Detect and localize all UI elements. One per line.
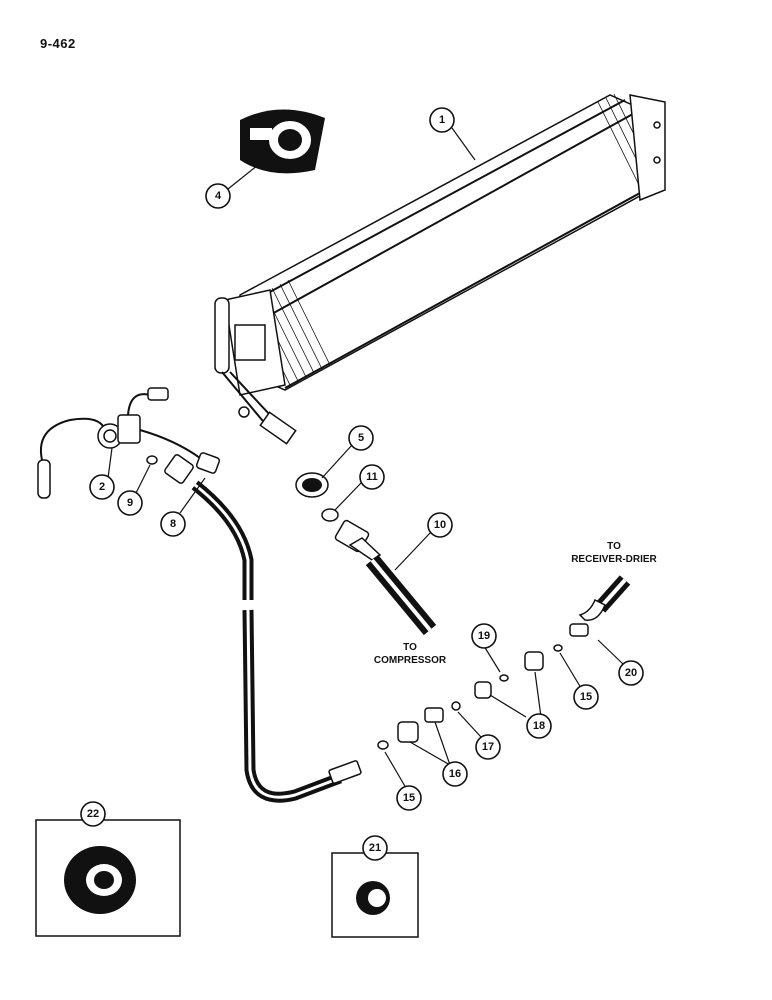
svg-text:4: 4 [215, 190, 222, 202]
svg-text:18: 18 [533, 720, 545, 732]
svg-text:17: 17 [482, 741, 494, 753]
callout-15-lower: 15 [396, 785, 422, 811]
svg-text:9: 9 [127, 497, 133, 509]
page-number: 9-462 [40, 36, 76, 51]
svg-text:11: 11 [366, 471, 378, 483]
callout-9: 9 [117, 490, 143, 516]
hose-part-10 [334, 519, 437, 636]
inset-box-21 [331, 852, 419, 938]
svg-text:16: 16 [449, 768, 461, 780]
to-compressor-label-line2: COMPRESSOR [374, 655, 447, 666]
inset-box-22 [35, 819, 181, 937]
callout-2: 2 [89, 474, 115, 500]
o-ring-part-11 [321, 508, 339, 522]
evaporator-core [214, 93, 666, 445]
callout-22: 22 [80, 801, 106, 827]
to-compressor-label-line1: TO [403, 642, 417, 653]
to-receiver-label-line2: RECEIVER-DRIER [571, 554, 657, 565]
svg-text:8: 8 [170, 518, 176, 530]
fitting-part-18 [474, 651, 544, 699]
callout-5: 5 [348, 425, 374, 451]
callout-11: 11 [359, 464, 385, 490]
leader-lines [107, 127, 624, 789]
svg-text:15: 15 [580, 691, 592, 703]
callout-8: 8 [160, 511, 186, 537]
callout-4: 4 [205, 183, 231, 209]
svg-text:19: 19 [478, 630, 490, 642]
svg-text:20: 20 [625, 667, 637, 679]
callout-21: 21 [362, 835, 388, 861]
to-receiver-label-line1: TO [607, 541, 621, 552]
expansion-valve-part-2 [37, 387, 221, 499]
o-ring-part-9 [146, 455, 158, 465]
o-ring-part-19 [499, 674, 509, 682]
callout-20: 20 [618, 660, 644, 686]
svg-text:5: 5 [358, 432, 364, 444]
callout-1: 1 [429, 107, 455, 133]
callout-19: 19 [471, 623, 497, 649]
fitting-part-16 [397, 707, 444, 743]
callout-17: 17 [475, 734, 501, 760]
seal-part-4 [240, 109, 325, 174]
o-ring-part-15-upper [553, 644, 563, 652]
fitting-part-20 [569, 575, 631, 637]
callout-18: 18 [526, 713, 552, 739]
callout-16: 16 [442, 761, 468, 787]
svg-text:1: 1 [439, 114, 445, 126]
svg-text:22: 22 [87, 808, 99, 820]
o-ring-part-17 [451, 701, 461, 711]
callout-10: 10 [427, 512, 453, 538]
callout-15-upper: 15 [573, 684, 599, 710]
svg-text:15: 15 [403, 792, 415, 804]
hose-part-8 [164, 454, 362, 803]
clamp-part-5 [295, 472, 329, 498]
svg-text:21: 21 [369, 842, 381, 854]
svg-text:2: 2 [99, 481, 105, 493]
o-ring-part-15-lower [377, 740, 389, 750]
svg-text:10: 10 [434, 519, 446, 531]
